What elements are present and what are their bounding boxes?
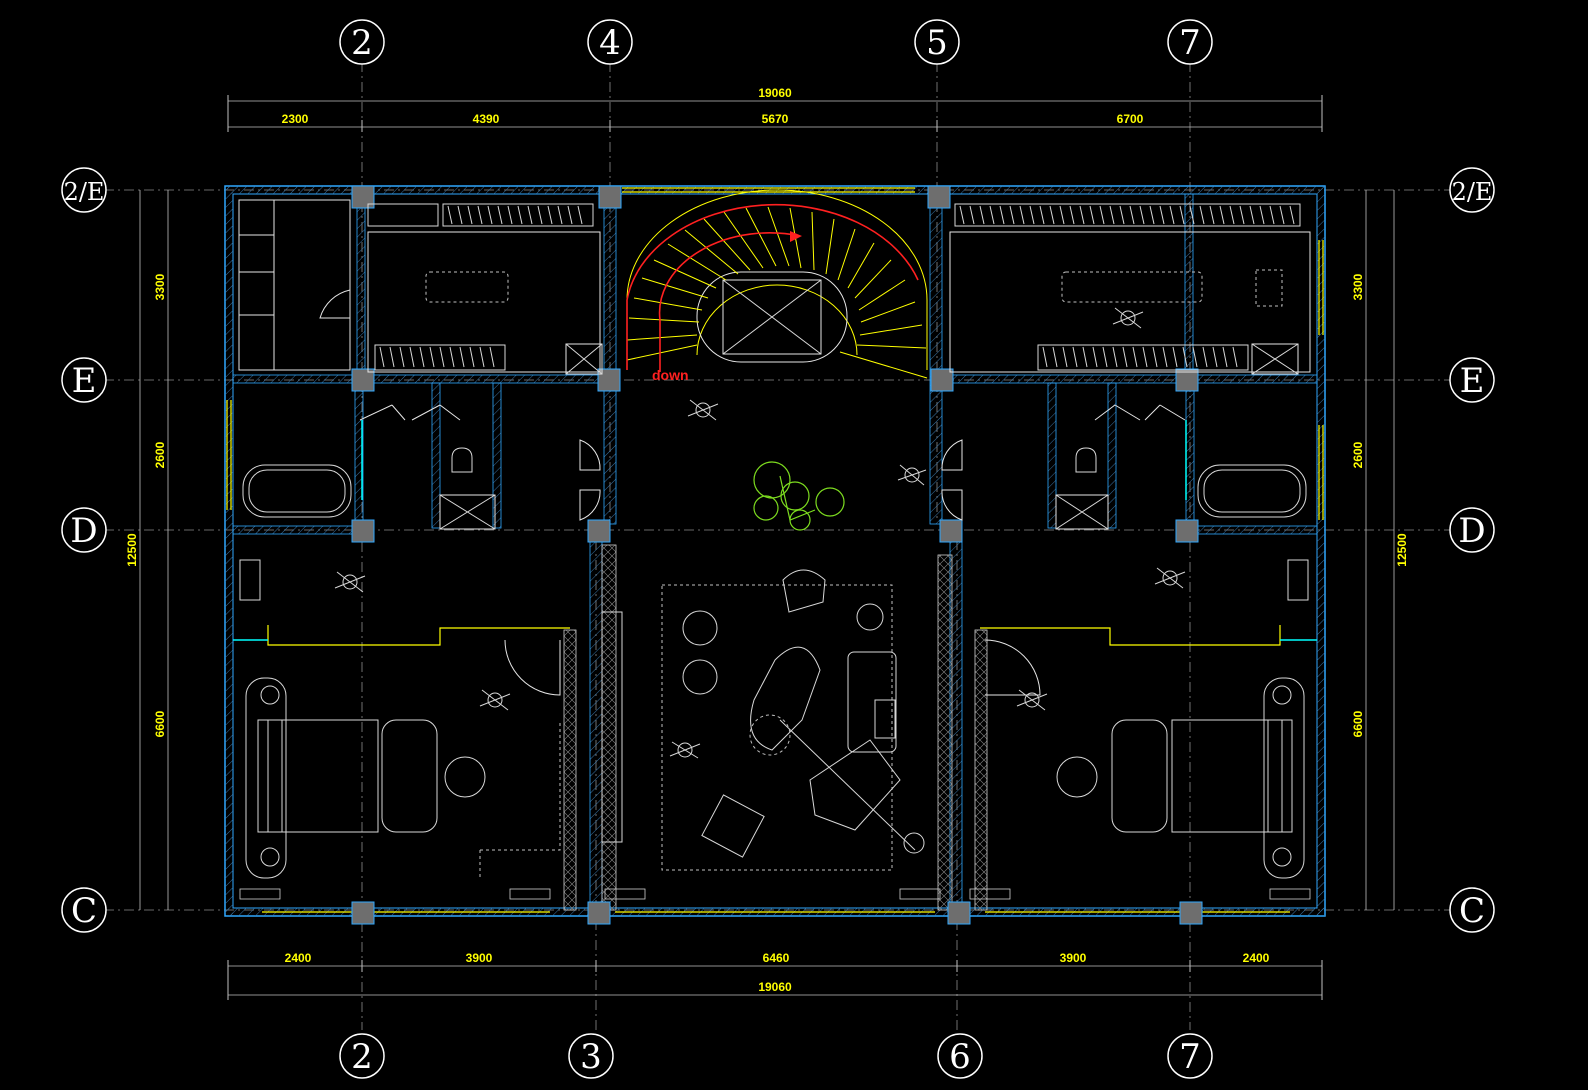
dim-right-2: 2600 <box>1351 441 1365 468</box>
svg-text:2/E: 2/E <box>64 178 105 206</box>
svg-text:5: 5 <box>926 23 948 63</box>
svg-text:2: 2 <box>351 23 373 63</box>
dim-bottom-3: 6460 <box>763 951 790 965</box>
corridor-doors <box>579 439 963 521</box>
grid-bubble-right-D: D <box>1449 507 1495 553</box>
grid-bubble-left-E: E <box>61 357 107 403</box>
grid-bubbles-bottom: 2 3 6 7 <box>339 1033 1213 1079</box>
dimension-lines <box>139 95 1395 1000</box>
svg-text:4: 4 <box>599 23 621 63</box>
bottom-window-units <box>239 888 1311 900</box>
grid-bubble-bottom-3: 3 <box>568 1033 614 1079</box>
dim-top-total: 19060 <box>758 86 792 100</box>
grid-bubbles-top: 2 4 5 7 <box>339 19 1213 65</box>
dim-bottom-1: 2400 <box>285 951 312 965</box>
grid-lines <box>104 62 1450 1030</box>
dim-right-1: 3300 <box>1351 273 1365 300</box>
spiral-staircase: down <box>626 189 928 383</box>
dim-bottom-total: 19060 <box>758 980 792 994</box>
grid-bubble-top-4: 4 <box>587 19 633 65</box>
dim-right-3: 6600 <box>1351 710 1365 737</box>
central-living-area <box>334 307 1186 871</box>
stair-down-label: down <box>652 367 689 383</box>
dim-left-3: 6600 <box>153 710 167 737</box>
grid-bubble-top-7: 7 <box>1167 19 1213 65</box>
svg-text:C: C <box>71 891 97 931</box>
grid-bubble-right-E: E <box>1449 357 1495 403</box>
right-bath-bedroom <box>984 404 1309 879</box>
svg-text:2: 2 <box>351 1037 373 1077</box>
grid-bubble-right-C: C <box>1449 887 1495 933</box>
svg-text:7: 7 <box>1179 23 1201 63</box>
right-top-rooms <box>226 203 1324 520</box>
dimension-texts: 19060 2300 4390 5670 6700 2400 3900 6460… <box>125 86 1409 994</box>
grid-bubbles-right: 2/E E D C <box>1449 167 1495 933</box>
svg-text:3: 3 <box>580 1037 602 1077</box>
person-figure-icons <box>334 307 1186 759</box>
dim-bottom-4: 3900 <box>1060 951 1087 965</box>
grid-bubble-left-D: D <box>61 507 107 553</box>
grid-bubble-bottom-6: 6 <box>937 1033 983 1079</box>
left-bath-bedroom <box>239 404 561 880</box>
dim-top-2: 4390 <box>473 112 500 126</box>
wardrobe-hangers-right-top <box>954 203 1301 371</box>
dim-bottom-5: 2400 <box>1243 951 1270 965</box>
svg-text:7: 7 <box>1179 1037 1201 1077</box>
grid-bubble-left-C: C <box>61 887 107 933</box>
grid-bubbles-left: 2/E E D C <box>61 167 107 933</box>
interior-walls <box>232 193 1318 913</box>
grid-bubble-top-2: 2 <box>339 19 385 65</box>
svg-text:6: 6 <box>949 1037 971 1077</box>
grid-bubble-right-2E: 2/E <box>1449 167 1495 213</box>
dim-top-3: 5670 <box>762 112 789 126</box>
dim-top-1: 2300 <box>282 112 309 126</box>
dim-top-4: 6700 <box>1117 112 1144 126</box>
stair-treads <box>626 206 927 361</box>
grid-bubble-bottom-2: 2 <box>339 1033 385 1079</box>
wardrobe-hangers-left-top <box>367 203 594 371</box>
dim-right-total: 12500 <box>1395 533 1409 567</box>
grid-bubble-top-5: 5 <box>914 19 960 65</box>
svg-text:E: E <box>1460 361 1485 401</box>
dim-left-1: 3300 <box>153 273 167 300</box>
exterior-walls <box>224 185 1326 917</box>
dim-left-total: 12500 <box>125 533 139 567</box>
grid-bubble-left-2E: 2/E <box>61 167 107 213</box>
svg-text:D: D <box>1458 511 1485 551</box>
tree-plant-icon <box>753 461 845 531</box>
svg-text:2/E: 2/E <box>1452 178 1493 206</box>
svg-text:C: C <box>1459 891 1485 931</box>
svg-text:E: E <box>72 361 97 401</box>
left-top-rooms <box>238 199 603 375</box>
structural-columns <box>351 185 1203 925</box>
grid-bubble-bottom-7: 7 <box>1167 1033 1213 1079</box>
svg-text:D: D <box>70 511 97 551</box>
dim-left-2: 2600 <box>153 441 167 468</box>
dim-bottom-2: 3900 <box>466 951 493 965</box>
